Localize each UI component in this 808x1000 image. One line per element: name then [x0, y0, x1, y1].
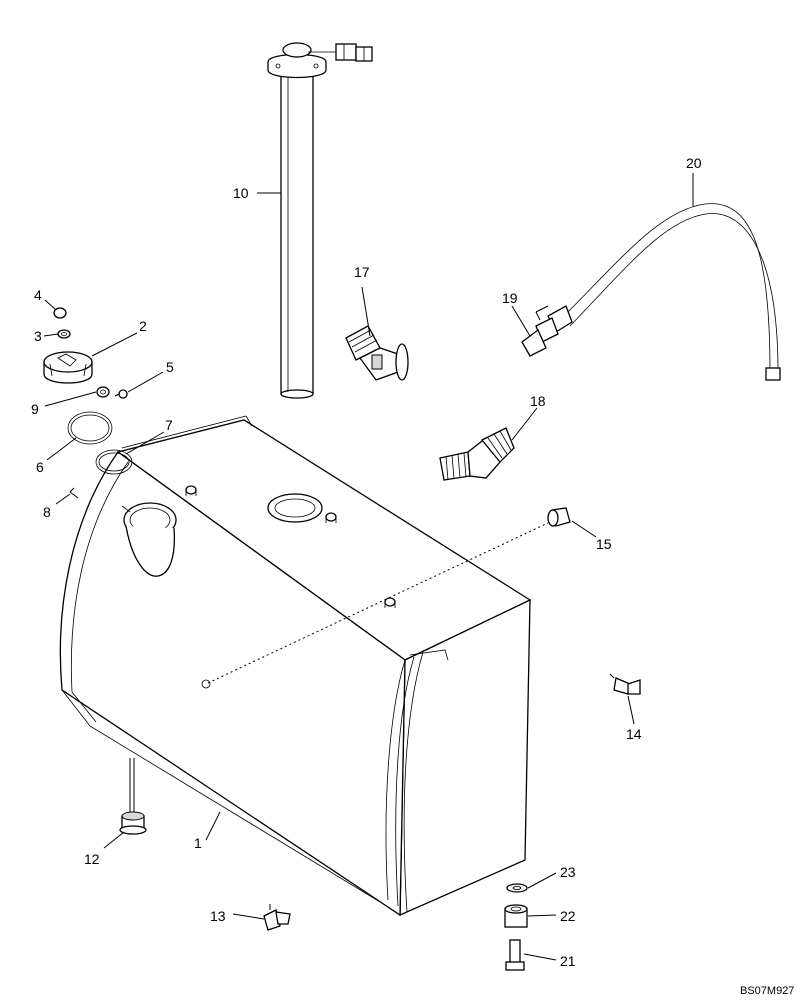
washer-3	[57, 329, 71, 339]
callout-labels: 1 2 3 4 5 6 7 8 9 10 12 13 14 15 17 18 1…	[31, 155, 702, 969]
callout-3: 3	[34, 328, 42, 344]
callout-23: 23	[560, 864, 576, 880]
drain-plug-12	[119, 758, 147, 835]
drain-valve-19	[521, 305, 573, 357]
washer-23	[506, 883, 528, 893]
callout-9: 9	[31, 401, 39, 417]
elbow-14	[609, 673, 641, 695]
fuel-sender-tube	[267, 42, 373, 399]
callout-4: 4	[34, 287, 42, 303]
callout-18: 18	[530, 393, 546, 409]
callout-22: 22	[560, 908, 576, 924]
elbow-fitting-17	[345, 325, 409, 381]
callout-12: 12	[84, 851, 100, 867]
elbow-13	[263, 904, 291, 931]
nut-9	[96, 386, 110, 398]
seal-ring-6	[67, 411, 113, 445]
cap-nut-4	[53, 307, 67, 319]
callout-17: 17	[354, 264, 370, 280]
spacer-22	[504, 904, 528, 928]
callout-7: 7	[165, 417, 173, 433]
callout-6: 6	[36, 459, 44, 475]
plug-15	[547, 507, 571, 527]
bolt-21	[505, 939, 525, 971]
filler-cap-2	[43, 351, 93, 384]
drain-hose-20	[561, 203, 781, 381]
callout-15: 15	[596, 536, 612, 552]
callout-14: 14	[626, 726, 642, 742]
retaining-ring-7	[95, 449, 133, 475]
callout-19: 19	[502, 290, 518, 306]
callout-20: 20	[686, 155, 702, 171]
elbow-fitting-18	[439, 427, 515, 481]
screw-5	[114, 389, 128, 399]
callout-2: 2	[139, 318, 147, 334]
fuel-tank	[59, 415, 532, 917]
callout-21: 21	[560, 953, 576, 969]
leader-lines	[43, 173, 694, 961]
callout-13: 13	[210, 908, 226, 924]
drawing-reference-code: BS07M927	[740, 985, 794, 997]
callout-8: 8	[43, 504, 51, 520]
callout-5: 5	[166, 359, 174, 375]
pin-8	[69, 487, 79, 499]
callout-1: 1	[194, 835, 202, 851]
callout-10: 10	[233, 185, 249, 201]
